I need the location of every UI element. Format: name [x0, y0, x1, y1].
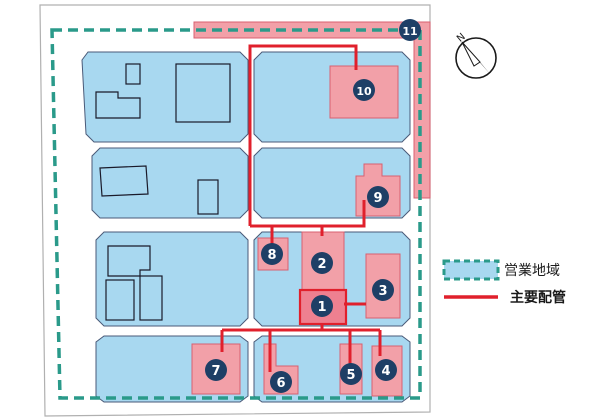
- marker-7: 7: [205, 359, 227, 381]
- legend-business-area: 営業地域: [442, 259, 560, 281]
- marker-3: 3: [372, 279, 394, 301]
- block-a2: [91, 147, 249, 219]
- svg-text:6: 6: [276, 376, 285, 391]
- legend-main-pipe: 主要配管: [444, 289, 566, 306]
- legend: 営業地域 主要配管: [442, 259, 566, 306]
- svg-text:8: 8: [267, 248, 276, 263]
- marker-11: 11: [399, 19, 421, 41]
- other-buildings: [95, 63, 231, 321]
- markers: 1 2 3 4 5 6 7 8 9 10 11: [205, 19, 421, 393]
- svg-text:10: 10: [356, 85, 372, 98]
- svg-text:4: 4: [381, 364, 390, 379]
- svg-text:1: 1: [317, 300, 326, 315]
- block-a1: [81, 51, 249, 143]
- marker-2: 2: [311, 252, 333, 274]
- svg-text:5: 5: [346, 368, 355, 383]
- legend-main-pipe-label: 主要配管: [510, 289, 566, 306]
- marker-5: 5: [340, 363, 362, 385]
- building-11-east: [413, 21, 431, 199]
- marker-6: 6: [270, 371, 292, 393]
- marker-9: 9: [367, 186, 389, 208]
- marker-10: 10: [353, 79, 375, 101]
- north-arrow-icon: N: [455, 31, 497, 79]
- marker-8: 8: [261, 243, 283, 265]
- svg-text:7: 7: [211, 364, 220, 379]
- marker-1: 1: [311, 295, 333, 317]
- business-area-boundary: [50, 28, 422, 400]
- svg-text:3: 3: [378, 284, 387, 299]
- business-area-swatch: [442, 259, 500, 281]
- svg-text:9: 9: [373, 191, 382, 206]
- svg-text:2: 2: [317, 257, 326, 272]
- marker-4: 4: [375, 359, 397, 381]
- legend-business-area-label: 営業地域: [504, 263, 560, 279]
- svg-text:11: 11: [402, 25, 417, 38]
- main-pipes: [220, 44, 382, 372]
